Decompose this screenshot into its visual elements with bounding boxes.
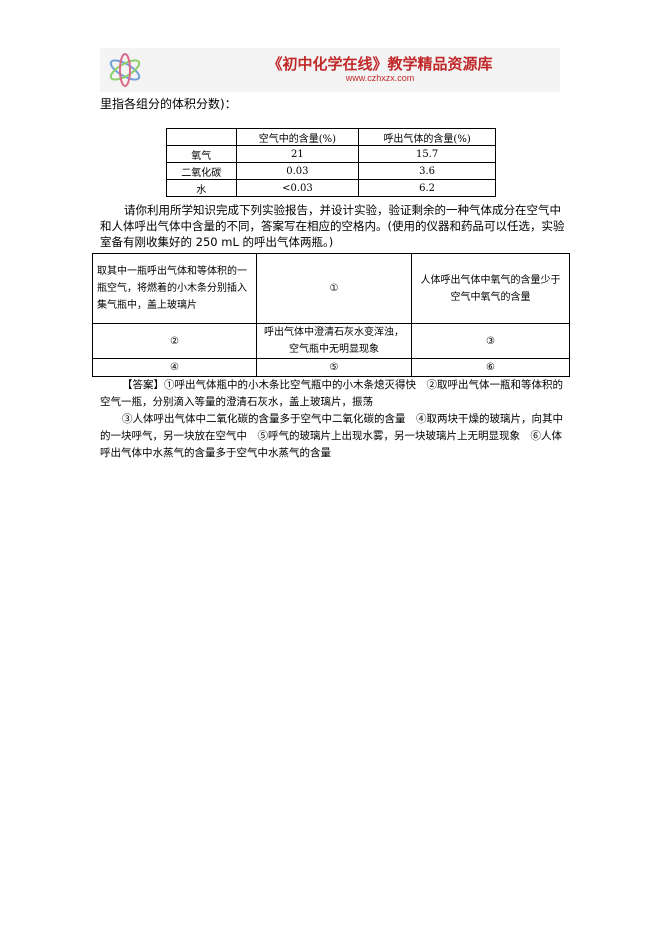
- cell: 21: [235, 145, 360, 163]
- cell: 0.03: [235, 162, 360, 180]
- cell: 呼出气体中澄清石灰水变浑浊，空气瓶中无明显现象: [256, 323, 412, 359]
- header-cell: [166, 128, 237, 146]
- cell: 6.2: [358, 179, 496, 197]
- table-row: 取其中一瓶呼出气体和等体积的一瓶空气，将燃着的小木条分别插入集气瓶中，盖上玻璃片…: [92, 253, 570, 324]
- cell: 15.7: [358, 145, 496, 163]
- cell: 二氧化碳: [166, 162, 237, 180]
- cell: ①: [256, 253, 412, 324]
- cell: 3.6: [358, 162, 496, 180]
- cell: ⑤: [256, 358, 412, 377]
- header-banner: 《初中化学在线》教学精品资源库 www.czhxzx.com: [100, 48, 560, 92]
- answer-paragraph: ③人体呼出气体中二氧化碳的含量多于空气中二氧化碳的含量 ④取两块干燥的玻璃片，向…: [100, 413, 563, 459]
- cell: 氧气: [166, 145, 237, 163]
- experiment-report-table: 取其中一瓶呼出气体和等体积的一瓶空气，将燃着的小木条分别插入集气瓶中，盖上玻璃片…: [92, 253, 570, 377]
- atom-logo-icon: [109, 53, 141, 87]
- intro-text: 里指各组分的体积分数)：: [100, 97, 237, 111]
- site-title: 《初中化学在线》教学精品资源库: [267, 55, 493, 73]
- cell: 取其中一瓶呼出气体和等体积的一瓶空气，将燃着的小木条分别插入集气瓶中，盖上玻璃片: [92, 253, 257, 324]
- cell: 人体呼出气体中氧气的含量少于空气中氧气的含量: [411, 253, 570, 324]
- cell: ④: [92, 358, 257, 377]
- cell: ③: [411, 323, 570, 359]
- header-cell: 呼出气体的含量(%): [358, 128, 496, 146]
- cell: ⑥: [411, 358, 570, 377]
- cell: <0.03: [235, 179, 360, 197]
- header-cell: 空气中的含量(%): [235, 128, 360, 146]
- cell: 水: [166, 179, 237, 197]
- cell: ②: [92, 323, 257, 359]
- question-paragraph: 请你利用所学知识完成下列实验报告，并设计实验，验证剩余的一种气体成分在空气中和人…: [100, 203, 565, 249]
- answer-section: 【答案】①呼出气体瓶中的小木条比空气瓶中的小木条熄灭得快 ②取呼出气体一瓶和等体…: [100, 377, 570, 462]
- site-url: www.czhxzx.com: [345, 73, 415, 83]
- answer-paragraph: 【答案】①呼出气体瓶中的小木条比空气瓶中的小木条熄灭得快 ②取呼出气体一瓶和等体…: [100, 379, 563, 408]
- table-header-row: 空气中的含量(%)呼出气体的含量(%): [166, 128, 496, 146]
